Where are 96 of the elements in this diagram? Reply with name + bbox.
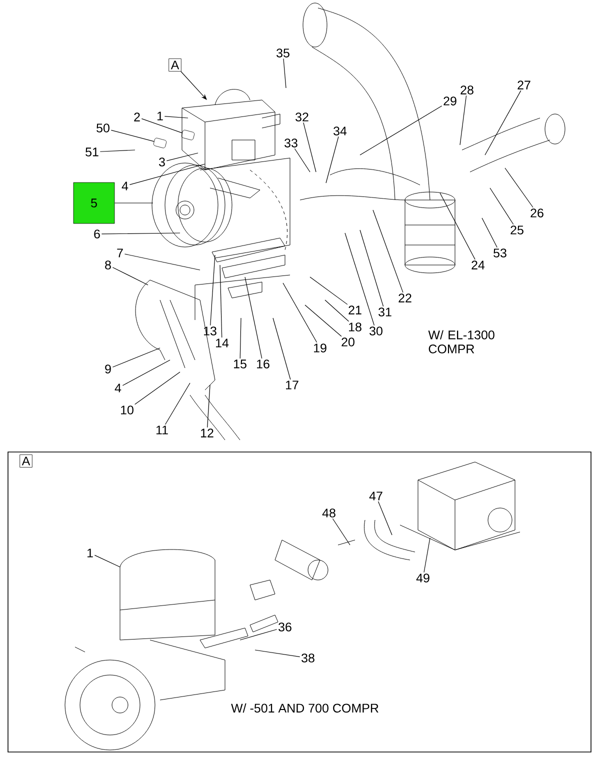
callout-number: 47: [369, 492, 382, 500]
leader-line: [166, 152, 198, 162]
callout-number: 1: [157, 112, 163, 120]
leader-line: [164, 116, 188, 118]
leader-line: [332, 518, 350, 546]
callout-number: 1: [87, 548, 93, 558]
callout-number: 2: [134, 112, 140, 122]
callout-number: 26: [530, 208, 544, 218]
fitting-drawing: [153, 138, 167, 148]
callout-number: 20: [342, 338, 354, 346]
leader-line: [112, 267, 148, 286]
callout-number: 21: [348, 306, 362, 314]
callout-number: 22: [398, 294, 412, 302]
callout-number: 28: [460, 86, 474, 94]
callout-number: 12: [201, 428, 214, 438]
leader-line: [282, 282, 318, 343]
leader-line: [100, 150, 136, 152]
leader-line: [114, 202, 154, 204]
leader-line: [326, 136, 339, 184]
callout-number: 35: [276, 48, 290, 58]
leader-line: [424, 538, 430, 573]
leader-line: [240, 629, 278, 640]
callout-number: 14: [216, 338, 229, 348]
leader-line: [134, 372, 180, 405]
leader-line: [112, 348, 160, 368]
callout-number: 18: [349, 322, 362, 332]
callout-number: 15: [234, 360, 246, 368]
callout-number: 3: [159, 158, 165, 166]
leader-line: [244, 276, 262, 359]
leader-line: [460, 95, 467, 146]
leader-line: [220, 264, 222, 338]
leader-line: [240, 318, 242, 359]
callout-number: 29: [444, 96, 456, 106]
leader-line: [372, 210, 404, 293]
panel-caption: W/ -501 AND 700 COMPR: [231, 703, 378, 713]
leader-line: [283, 58, 286, 88]
variant-note: W/ EL-1300 COMPR: [428, 330, 494, 354]
leader-line: [254, 650, 300, 658]
callout-number: 48: [322, 508, 336, 518]
callout-number: 34: [334, 126, 347, 136]
callout-number: 36: [278, 622, 292, 632]
leader-line: [440, 192, 476, 260]
leader-line: [482, 218, 498, 248]
leader-line: [94, 554, 120, 568]
callout-number: 49: [416, 574, 430, 582]
leader-line: [141, 118, 182, 134]
leader-line: [101, 232, 180, 234]
callout-number: 32: [296, 112, 308, 122]
callout-number: 11: [156, 426, 168, 434]
callout-number: 24: [472, 260, 485, 270]
callout-number: 25: [510, 226, 524, 234]
leader-line: [294, 148, 310, 172]
leader-line: [304, 304, 342, 337]
callout-number: 19: [314, 344, 326, 352]
leader-line: [324, 300, 350, 322]
leader-line: [122, 360, 170, 386]
callout-number: 8: [105, 260, 111, 270]
detail-reference-box: A: [168, 58, 182, 72]
callout-number: 30: [370, 326, 382, 336]
callout-number: 6: [94, 230, 100, 238]
leader-line: [303, 122, 316, 172]
callout-number: 17: [286, 380, 298, 390]
leader-line: [360, 230, 384, 307]
callout-number: 13: [204, 326, 216, 336]
leader-line: [360, 106, 442, 156]
leader-line: [129, 164, 206, 186]
detail-panel: [8, 452, 592, 752]
callout-number: 31: [378, 308, 392, 316]
leader-line: [344, 232, 375, 326]
callout-number: 10: [121, 406, 134, 414]
callout-number: 7: [117, 248, 123, 258]
leader-line: [210, 254, 216, 326]
callout-number: 50: [96, 124, 110, 132]
leader-line: [490, 188, 514, 225]
leader-line: [110, 130, 154, 142]
leader-line: [378, 501, 392, 536]
callout-number: 4: [114, 384, 122, 392]
callout-number: 16: [257, 360, 270, 368]
leader-line: [124, 254, 200, 270]
leader-line: [484, 90, 522, 156]
fitting-drawing: [181, 130, 195, 140]
callout-number: 33: [284, 138, 298, 148]
leader-line: [310, 276, 348, 305]
callout-number: 27: [518, 80, 530, 90]
callout-number: 51: [86, 148, 98, 156]
callout-number: 9: [105, 364, 111, 374]
detail-reference-box: A: [20, 454, 32, 468]
highlight-box: 5: [73, 182, 115, 224]
callout-number: 38: [302, 654, 314, 662]
callout-number: 4: [122, 182, 128, 190]
leader-line: [272, 318, 291, 380]
arrow: [180, 71, 207, 100]
leader-line: [207, 384, 210, 428]
leader-line: [504, 168, 534, 208]
callout-number: 53: [494, 248, 506, 258]
leader-line: [164, 382, 190, 425]
